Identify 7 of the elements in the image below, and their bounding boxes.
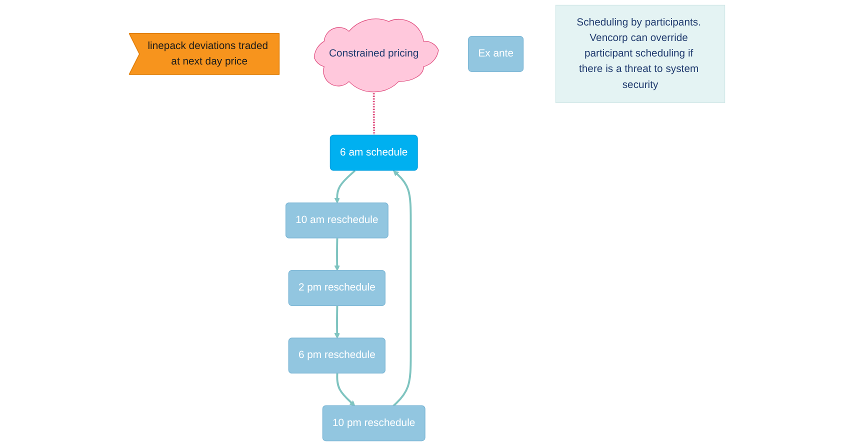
arrow xyxy=(334,306,340,339)
connector xyxy=(372,90,376,136)
arrow xyxy=(392,170,412,407)
node-box: Scheduling by participants. Vencorp can override participant scheduling if there is a threat to system security xyxy=(555,4,726,104)
arrow xyxy=(334,170,356,204)
arrow xyxy=(334,238,340,272)
arrow xyxy=(336,373,356,406)
